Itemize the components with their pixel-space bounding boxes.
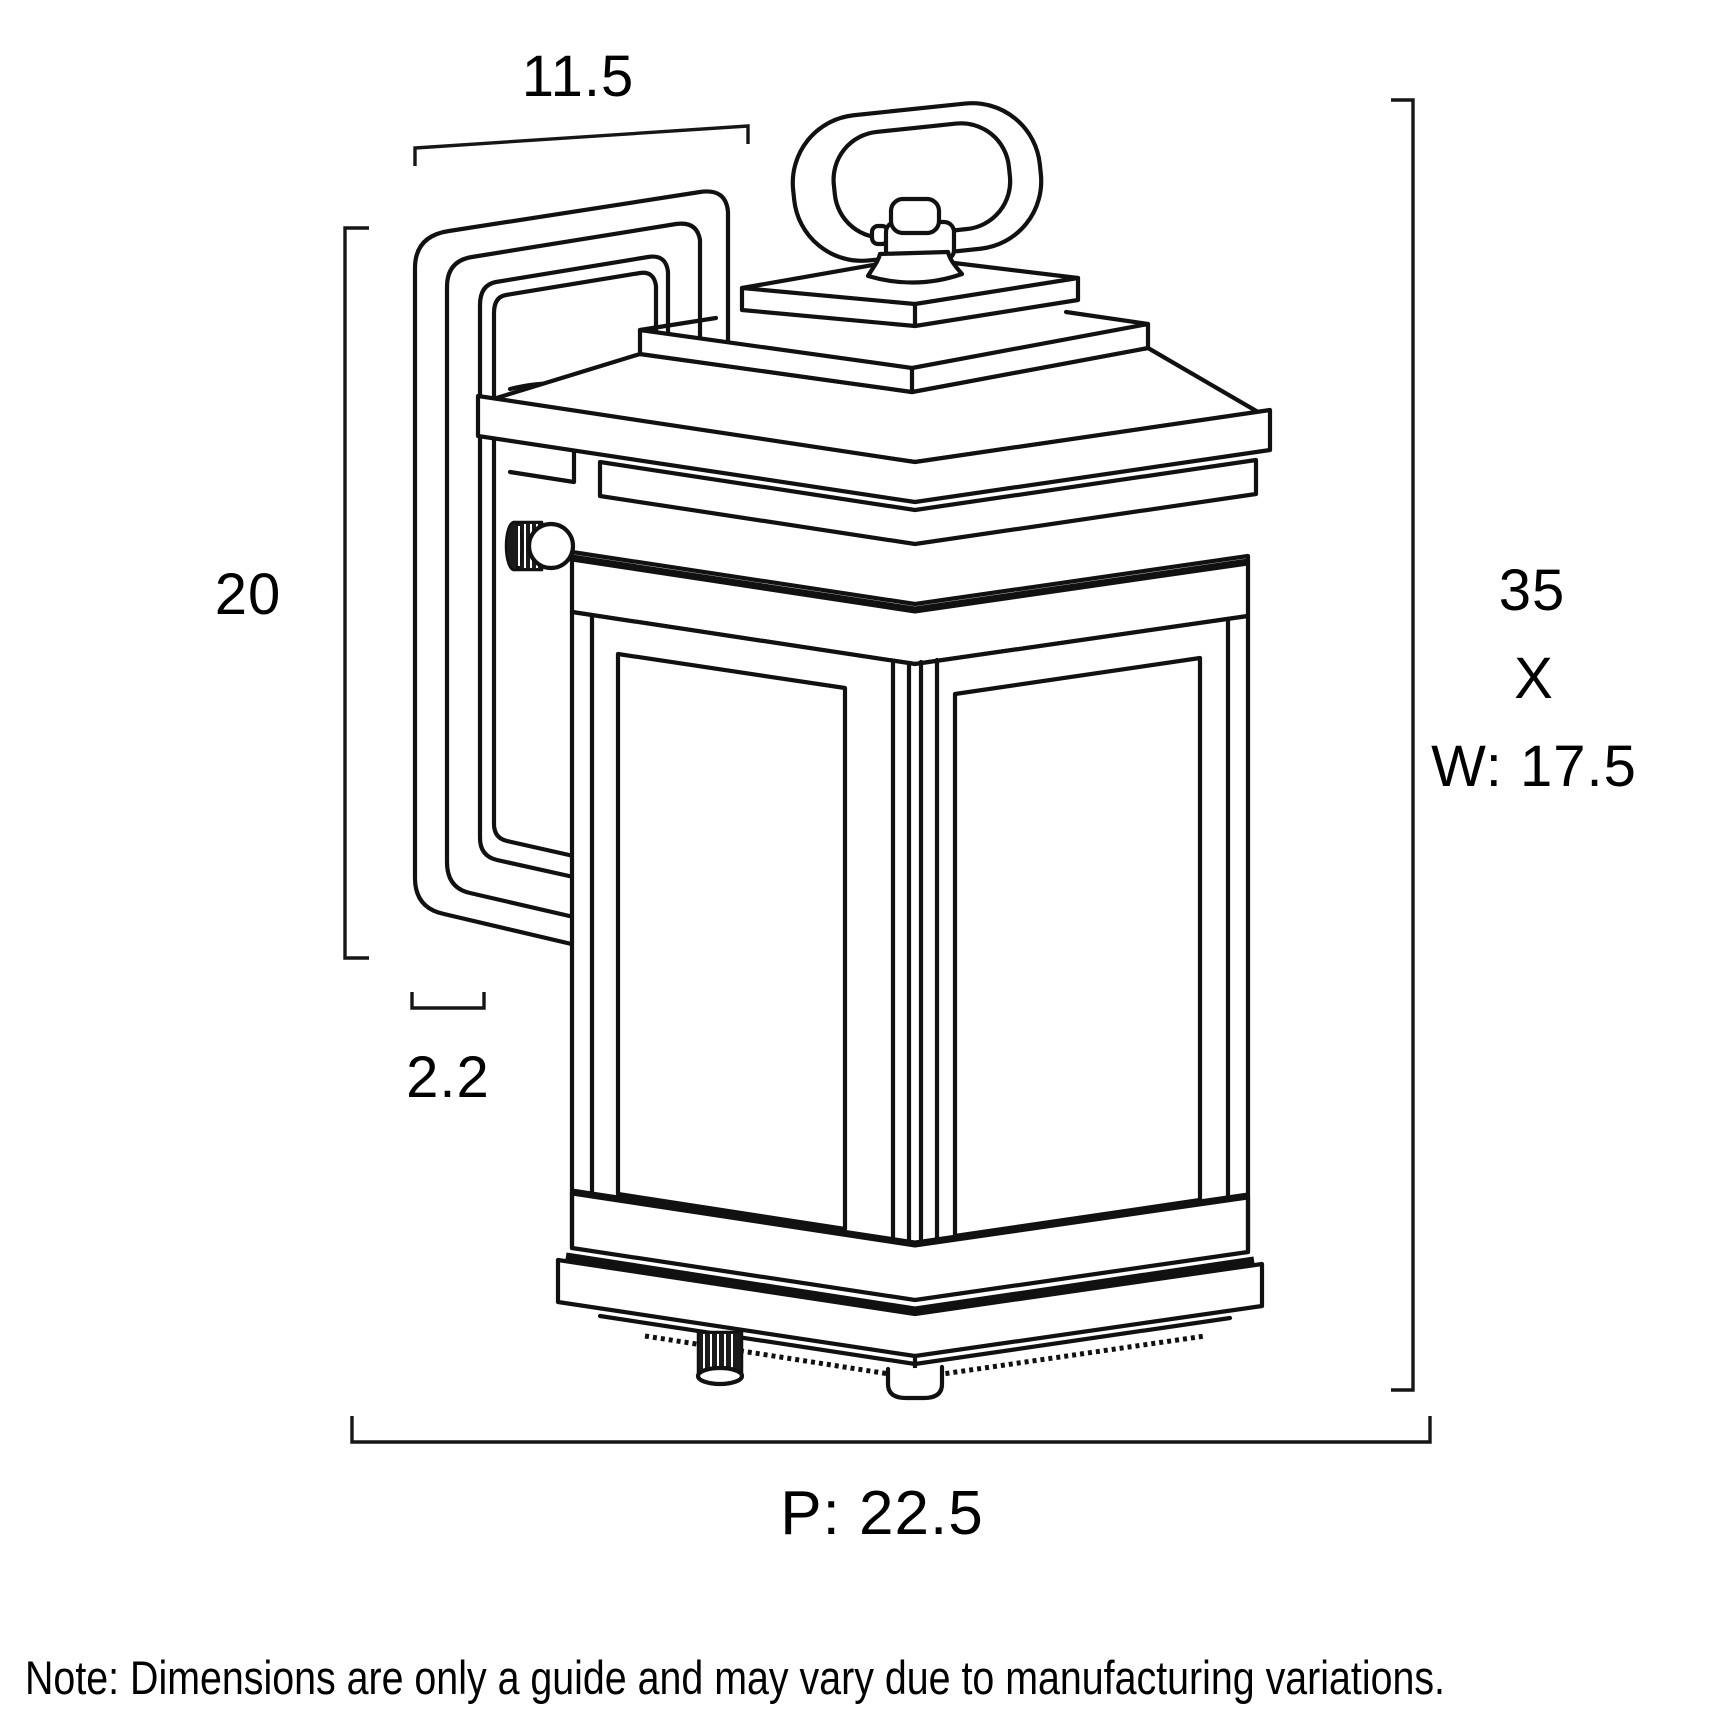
label-bracket-width: 11.5 [522, 44, 635, 109]
side-thumbscrew [504, 520, 576, 572]
label-backplate-height: 20 [215, 562, 282, 627]
lantern-base [555, 1252, 1265, 1401]
label-overall-width: W: 17.5 [1431, 734, 1637, 799]
label-multiply: X [1514, 646, 1554, 711]
dim-overall-height [1391, 98, 1415, 1392]
label-projection: P: 22.5 [780, 1479, 983, 1548]
dim-bracket-width [413, 124, 750, 166]
dim-projection [350, 1416, 1432, 1444]
lantern-body [569, 609, 1251, 1303]
roof-finial-cone [865, 249, 965, 285]
label-overall-height: 35 [1499, 558, 1566, 623]
bottom-thumbscrew [695, 1330, 745, 1387]
dim-backplate-height [343, 226, 369, 960]
glass-panel-left [615, 651, 848, 1232]
note-text: Note: Dimensions are only a guide and ma… [25, 1651, 1445, 1704]
roof-eave [475, 393, 1273, 547]
hanging-ring [790, 101, 1044, 263]
center-foot [885, 1364, 945, 1401]
dim-backplate-depth [410, 992, 486, 1010]
roof-steps [487, 255, 1261, 465]
label-backplate-depth: 2.2 [406, 1045, 490, 1110]
